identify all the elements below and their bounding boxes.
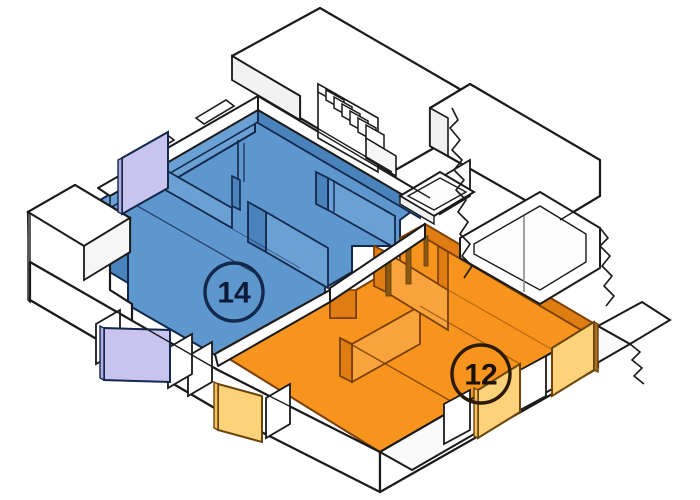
- door-jamb-c: [423, 235, 429, 267]
- torn-edge-right-lower: [599, 227, 615, 307]
- bathtub-rim: [399, 194, 435, 226]
- window-lavender-left-frame: [99, 324, 105, 382]
- unit-12-partition-d: [437, 244, 449, 292]
- exterior-wall-east: [595, 300, 672, 346]
- unit-12-floor-seam-c: [447, 289, 561, 355]
- interior-divider-wall-upper: [329, 223, 426, 303]
- construction-lines: [29, 83, 601, 453]
- staircase: [317, 82, 397, 178]
- guide-line-south: [29, 261, 219, 371]
- unit-12-floor-seam-a: [339, 337, 471, 413]
- window-amber-lower-left-frame: [213, 380, 219, 432]
- guide-line-east-b: [559, 195, 601, 221]
- unit-label-14[interactable]: 14: [203, 261, 265, 323]
- window-amber-bottom-b-frame: [593, 320, 599, 374]
- unit-14-partition-b: [231, 174, 241, 212]
- unit-14-floor-seam-b: [147, 179, 301, 269]
- bathtub-fixture: [398, 170, 476, 226]
- unit-label-14-text: 14: [217, 277, 251, 310]
- stair-landing: [365, 136, 397, 178]
- exterior-wall-southwest: [83, 216, 131, 282]
- exterior-room-east-inner: [473, 205, 587, 291]
- unit-label-12[interactable]: 12: [450, 343, 512, 405]
- exterior-cap-b: [194, 99, 236, 125]
- unit-14-partition-c-side: [247, 200, 267, 254]
- exterior-wall-northeast-wing-face: [429, 106, 449, 158]
- exterior-block-top-center-face: [231, 54, 301, 122]
- unit-label-12-circle: [450, 343, 512, 405]
- windows-unit-14: [99, 130, 171, 384]
- guide-line-south-b: [217, 369, 381, 453]
- torn-edge-far-right: [629, 343, 645, 385]
- guide-line-east-a: [469, 83, 601, 161]
- unit-label-12-text: 12: [464, 359, 497, 392]
- window-lavender-upper-left-frame: [117, 156, 123, 216]
- cut-away-torn-edges: [449, 107, 645, 385]
- guide-line-roof-a: [257, 95, 431, 199]
- torn-edge-upper-right: [449, 107, 473, 279]
- unit-label-14-circle: [203, 261, 265, 323]
- unit-14-partition-d-side: [315, 170, 329, 212]
- window-amber-bottom-a-frame: [473, 386, 479, 440]
- bathtub-inner: [406, 177, 468, 211]
- stair-mass: [317, 82, 379, 174]
- guide-line-roof-b: [299, 117, 393, 173]
